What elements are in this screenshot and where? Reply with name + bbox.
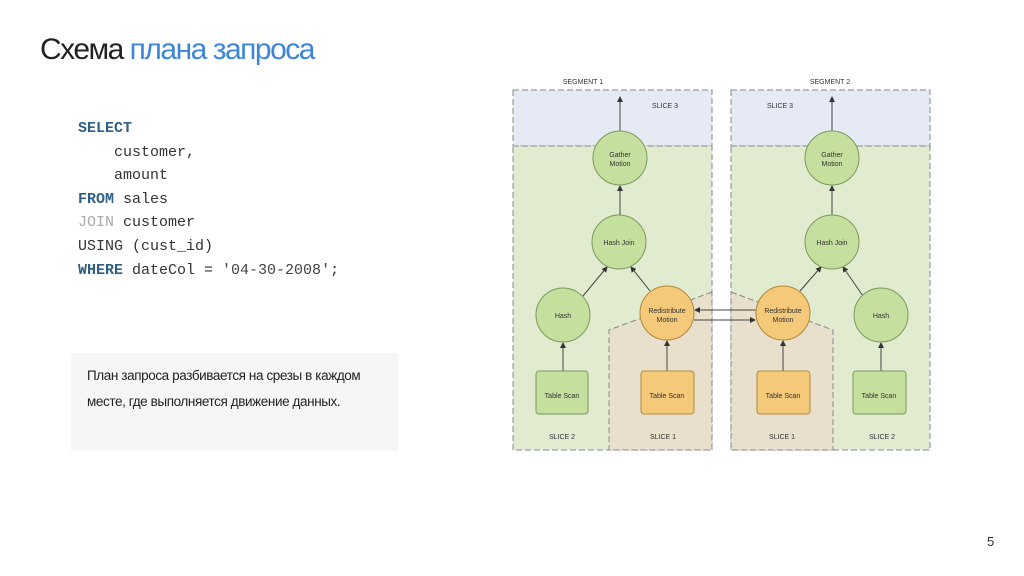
hash-node xyxy=(853,287,909,343)
segment2-label: SEGMENT 2 xyxy=(810,79,850,86)
table-scan-node xyxy=(640,370,695,415)
node-label: Hash Join xyxy=(816,240,847,247)
slice-label: SLICE 1 xyxy=(769,434,795,441)
node-label: Hash xyxy=(873,313,889,320)
node-label: Table Scan xyxy=(766,393,801,400)
code-line: customer, xyxy=(78,143,196,161)
node-label: Table Scan xyxy=(650,393,685,400)
slice-label: SLICE 3 xyxy=(652,103,678,110)
page-title: Схема плана запроса xyxy=(40,33,316,67)
node-label: Hash Join xyxy=(603,240,634,247)
code-text: dateCol = xyxy=(123,261,223,279)
node-label: Gather xyxy=(821,152,843,159)
slice-label: SLICE 3 xyxy=(767,103,793,110)
node-label: Gather xyxy=(609,152,631,159)
code-text: customer xyxy=(114,214,196,232)
segment1-label: SEGMENT 1 xyxy=(563,79,603,86)
code-text: sales xyxy=(114,190,169,208)
hash-join-node xyxy=(591,214,647,270)
kw-where: WHERE xyxy=(78,261,124,279)
kw-from: FROM xyxy=(78,190,115,208)
note-box: План запроса разбивается на срезы в кажд… xyxy=(71,353,398,451)
title-part-2: плана запроса xyxy=(129,33,316,66)
code-line: USING (cust_id) xyxy=(78,237,214,255)
slice-label: SLICE 2 xyxy=(549,434,575,441)
node-label: Motion xyxy=(821,161,842,168)
sql-code-block: SELECT customer, amount FROM sales JOIN … xyxy=(78,117,339,282)
code-line: amount xyxy=(78,167,169,185)
redistribute-motion-node xyxy=(639,285,695,341)
node-label: Table Scan xyxy=(545,393,580,400)
page-number: 5 xyxy=(987,534,995,549)
gather-motion-node xyxy=(804,130,860,186)
code-string: '04-30-2008' xyxy=(222,261,331,279)
hash-join-node xyxy=(804,214,860,270)
node-label: Redistribute xyxy=(764,308,801,315)
title-part-1: Схема xyxy=(40,33,124,66)
node-label: Motion xyxy=(772,317,793,324)
kw-join: JOIN xyxy=(78,214,115,232)
table-scan-node xyxy=(535,370,589,415)
node-label: Redistribute xyxy=(648,308,685,315)
node-label: Motion xyxy=(656,317,677,324)
redistribute-motion-node xyxy=(755,285,811,341)
table-scan-node xyxy=(852,370,907,415)
code-text: ; xyxy=(330,261,340,279)
node-label: Table Scan xyxy=(862,393,897,400)
node-label: Motion xyxy=(609,161,630,168)
kw-select: SELECT xyxy=(78,120,133,137)
table-scan-node xyxy=(756,370,811,415)
slice-label: SLICE 2 xyxy=(869,434,895,441)
gather-motion-node xyxy=(592,130,648,186)
node-label: Hash xyxy=(555,313,571,320)
hash-node xyxy=(535,287,591,343)
slice-label: SLICE 1 xyxy=(650,434,676,441)
